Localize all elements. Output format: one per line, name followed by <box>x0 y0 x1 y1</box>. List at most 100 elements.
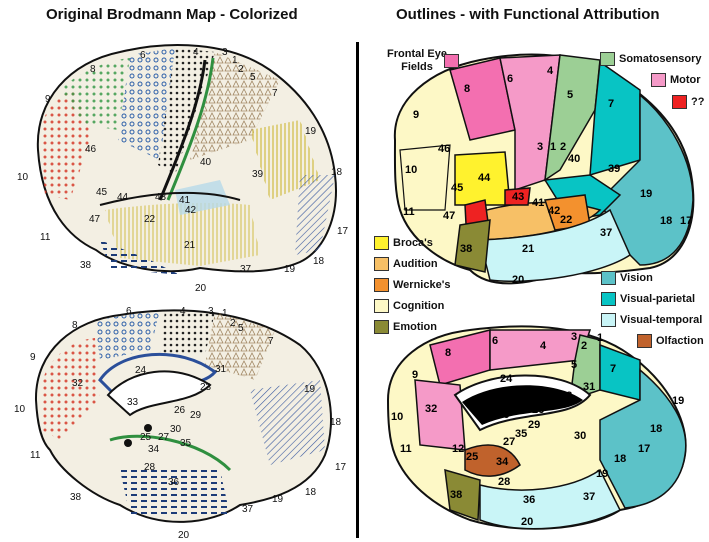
left-medial-brain <box>34 309 332 523</box>
lm-label-31: 31 <box>215 364 227 375</box>
rm-label-4: 4 <box>540 340 547 352</box>
ll-label-5: 5 <box>250 72 256 83</box>
ll-label-18b: 18 <box>313 256 325 267</box>
lm-label-4: 4 <box>180 306 186 317</box>
legend-label: Frontal Eye Fields <box>387 48 447 73</box>
legend-label: ?? <box>691 96 705 108</box>
rl-label-21: 21 <box>522 243 534 255</box>
rm-label-18b: 18 <box>614 453 626 465</box>
rl-label-3: 3 <box>537 141 543 153</box>
legend-swatch <box>651 73 666 87</box>
legend-swatch <box>637 334 652 348</box>
right-medial-brain <box>386 325 687 530</box>
ll-label-40: 40 <box>200 157 212 168</box>
rl-label-41: 41 <box>532 197 544 209</box>
lm-label-8: 8 <box>72 320 78 331</box>
legend-swatch-frontal-eye-fields <box>444 54 459 68</box>
left-medial-labels: 1 2 3 4 5 6 7 8 9 10 11 17 18 18 19 19 2… <box>14 306 347 541</box>
rl-label-22: 22 <box>560 214 572 226</box>
lm-label-7: 7 <box>268 336 274 347</box>
rl-label-43: 43 <box>512 191 524 203</box>
legend-cognition: Cognition <box>374 299 444 313</box>
left-lateral-brain <box>36 44 337 275</box>
ll-label-44: 44 <box>117 192 129 203</box>
legend-label: Vision <box>620 272 653 284</box>
legend-swatch <box>374 278 389 292</box>
lm-label-3: 3 <box>208 306 214 317</box>
right-title: Outlines - with Functional Attribution <box>396 6 660 23</box>
ll-label-45: 45 <box>96 187 108 198</box>
rm-label-19a: 19 <box>672 395 684 407</box>
lm-label-19b: 19 <box>272 494 284 505</box>
rl-label-37: 37 <box>600 227 612 239</box>
rl-label-6: 6 <box>507 73 513 85</box>
legend-somatosensory: Somatosensory <box>600 52 702 66</box>
legend-vision: Vision <box>601 271 653 285</box>
lm-label-9: 9 <box>30 352 36 363</box>
rm-label-37: 37 <box>583 491 595 503</box>
ll-label-39: 39 <box>252 169 264 180</box>
rl-label-2: 2 <box>560 141 566 153</box>
legend-label: Visual-temporal <box>620 314 703 326</box>
ll-label-8: 8 <box>90 64 96 75</box>
rm-label-17: 17 <box>638 443 650 455</box>
rl-label-5: 5 <box>567 89 573 101</box>
lm-label-25: 25 <box>140 432 152 443</box>
rm-label-1: 1 <box>597 332 603 344</box>
lm-label-11: 11 <box>30 450 41 461</box>
lm-label-36: 36 <box>168 477 180 488</box>
legend-wernickes: Wernicke's <box>374 278 450 292</box>
legend-swatch <box>601 292 616 306</box>
rm-label-33: 33 <box>497 409 509 421</box>
left-title: Original Brodmann Map - Colorized <box>46 6 298 23</box>
rm-label-18a: 18 <box>650 423 662 435</box>
rl-label-46: 46 <box>438 143 450 155</box>
lm-label-32: 32 <box>72 378 84 389</box>
lm-label-37: 37 <box>242 504 254 515</box>
lm-label-18b: 18 <box>305 487 317 498</box>
legend-swatch <box>600 52 615 66</box>
legend-visual-temporal: Visual-temporal <box>601 313 702 327</box>
ll-label-20: 20 <box>195 283 207 294</box>
lm-label-6: 6 <box>126 306 132 317</box>
legend-swatch <box>374 257 389 271</box>
rl-label-20: 20 <box>512 274 524 286</box>
panel-divider <box>356 42 359 538</box>
legend-emotion: Emotion <box>374 320 437 334</box>
lm-label-34: 34 <box>148 444 160 455</box>
rl-label-9: 9 <box>413 109 419 121</box>
ll-label-42: 42 <box>185 205 197 216</box>
ll-label-2: 2 <box>238 64 244 75</box>
lm-label-20: 20 <box>178 530 190 541</box>
lm-label-2: 2 <box>230 318 236 329</box>
ll-label-41: 41 <box>179 195 191 206</box>
legend-swatch <box>601 271 616 285</box>
legend-label: Visual-parietal <box>620 293 695 305</box>
rl-label-18: 18 <box>660 215 672 227</box>
lm-label-28: 28 <box>144 462 156 473</box>
right-lateral-labels: 1 2 3 4 5 6 7 8 9 10 11 17 18 19 20 21 2… <box>403 65 692 286</box>
rl-label-38: 38 <box>460 243 472 255</box>
rl-label-11: 11 <box>403 206 415 218</box>
ll-label-18a: 18 <box>331 167 343 178</box>
rm-label-6: 6 <box>492 335 498 347</box>
rl-label-45: 45 <box>451 182 463 194</box>
legend-motor: Motor <box>651 73 701 87</box>
rm-label-20: 20 <box>521 516 533 528</box>
ll-label-6: 6 <box>140 50 146 61</box>
legend-visual-parietal: Visual-parietal <box>601 292 695 306</box>
rm-label-24: 24 <box>500 373 513 385</box>
rl-label-44: 44 <box>478 172 491 184</box>
rm-label-35: 35 <box>515 428 527 440</box>
rl-label-47: 47 <box>443 210 455 222</box>
ll-label-46: 46 <box>85 144 97 155</box>
legend-label: Cognition <box>393 300 445 312</box>
lm-label-5: 5 <box>238 323 244 334</box>
lm-label-18a: 18 <box>330 417 342 428</box>
ll-label-10: 10 <box>17 172 29 183</box>
right-lateral-brain <box>393 53 695 285</box>
lm-label-24: 24 <box>135 365 147 376</box>
rl-label-7: 7 <box>608 98 614 110</box>
legend-audition: Audition <box>374 257 438 271</box>
